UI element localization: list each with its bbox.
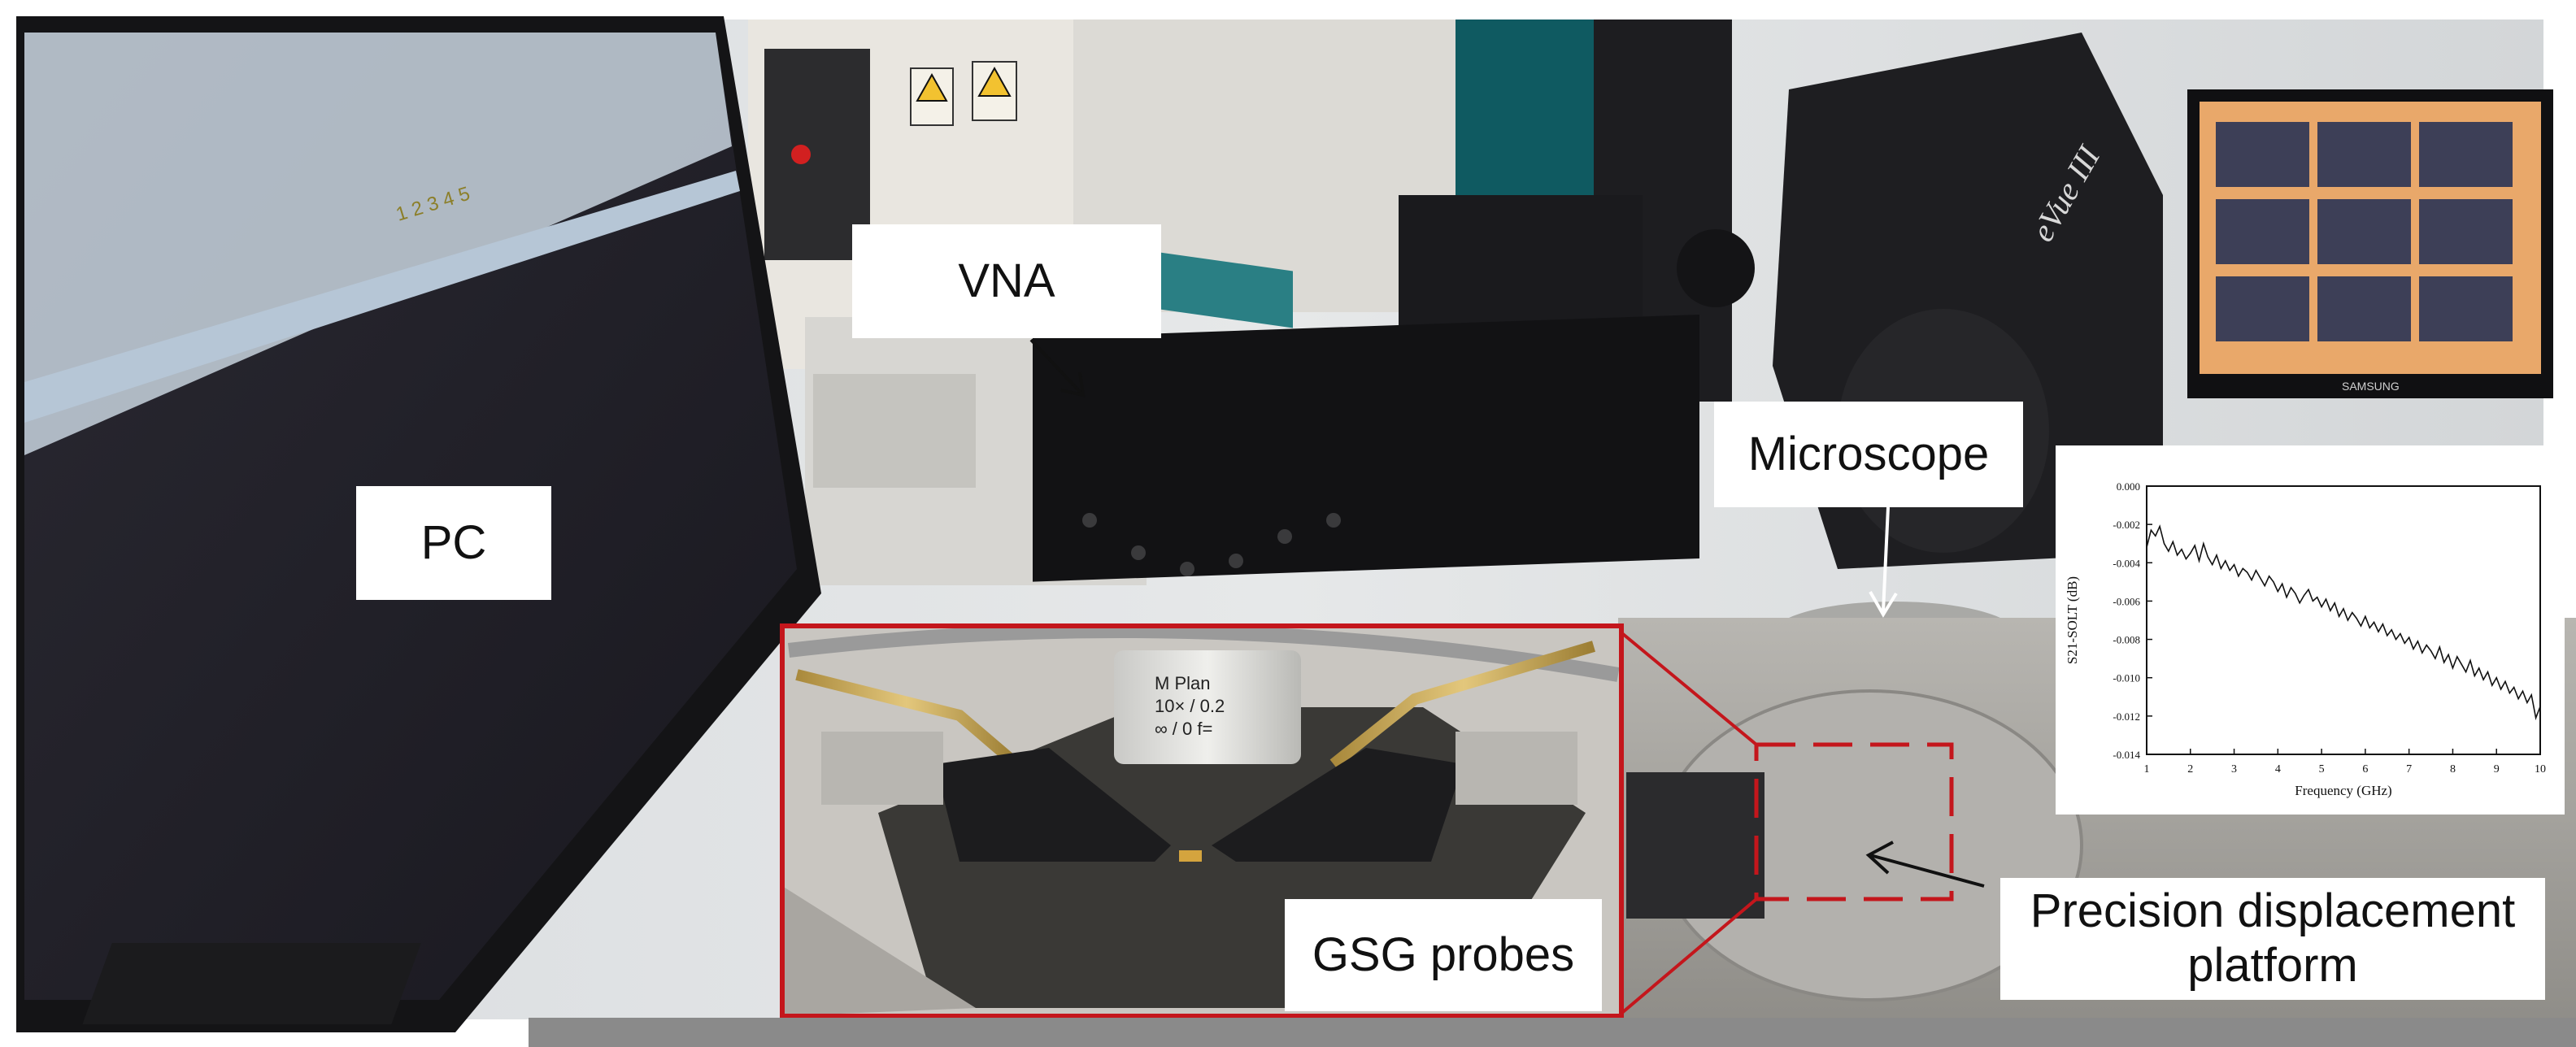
precision-platform-label: Precision displacement platform [2000,878,2545,1000]
objective-lens [1114,650,1301,764]
breadboard-hole [1229,554,1243,568]
zoom-connector-bottom [1617,897,1758,1018]
bottom-bar [529,1018,2576,1047]
breadboard-hole [1180,562,1194,576]
platform-label-line1: Precision displacement [2030,884,2516,938]
microscope-arrow [1882,506,1890,612]
right-probe-mount [1456,732,1577,805]
x-tick-label: 1 [2144,763,2150,775]
objective-text-2: 10× / 0.2 [1155,696,1225,716]
y-tick-label: -0.014 [2113,749,2140,761]
x-axis-label: Frequency (GHz) [2295,783,2391,798]
zoom-connector-top [1617,628,1758,746]
left-probe-body [935,748,1171,862]
warning-triangle-icon [977,66,1012,97]
y-tick-label: -0.002 [2113,519,2140,531]
x-tick-label: 3 [2231,763,2237,775]
series-line [2146,524,2541,721]
vna-arrowhead [1060,371,1086,398]
y-tick-label: 0.000 [2117,480,2140,493]
x-tick-label: 10 [2535,763,2546,775]
y-tick-label: -0.010 [2113,672,2140,684]
s21-chart: 0.000 -0.002 -0.004 -0.006 -0.008 -0.010 -0.01… [2056,445,2565,815]
right-monitor-plots [2216,122,2513,341]
inset-cable-arc [787,623,1620,682]
breadboard-table [1033,315,1699,582]
left-probe-cable [795,669,1020,769]
microscope-arrowhead [1869,591,1898,618]
y-tick-label: -0.008 [2113,634,2140,646]
breadboard-hole [1131,545,1146,560]
vna-label: VNA [852,224,1161,338]
emergency-stop-button [791,145,811,164]
warning-triangle-icon [916,72,948,102]
objective-text-3: ∞ / 0 f= [1155,719,1212,739]
monitor-brand-text: SAMSUNG [2342,380,2400,393]
platform-label-line2: platform [2187,939,2358,992]
microscope-label: Microscope [1714,402,2023,507]
breadboard-hole [1326,513,1341,528]
gsg-probes-label: GSG probes [1285,899,1602,1011]
y-axis-label: S21-SOLT (dB) [2065,576,2080,664]
x-tick-label: 6 [2362,763,2368,775]
platform-micrometer [1626,772,1764,919]
x-tick-label: 9 [2494,763,2500,775]
microscope-focus-knob [1677,229,1755,307]
x-tick-label: 8 [2450,763,2456,775]
vna-vent [813,374,976,488]
y-tick-label: -0.012 [2113,710,2140,723]
breadboard-hole [1082,513,1097,528]
dut-chip [1179,850,1202,862]
y-tick-group: 0.000 -0.002 -0.004 -0.006 -0.008 -0.010 -0.01… [2113,480,2152,761]
platform-arrow [1869,854,1985,888]
breadboard-hole [1277,529,1292,544]
left-probe-mount [821,732,943,805]
right-probe-cable [1329,641,1595,769]
teal-wall-panel [1456,20,1594,206]
inset-stage-plate [782,886,976,1016]
pc-label: PC [356,486,551,600]
vna-arrow [1029,338,1083,395]
y-tick-label: -0.004 [2113,557,2140,569]
inset-border [780,623,1624,1019]
x-tick-label: 4 [2275,763,2281,775]
pc-screen-ribbon [24,171,740,423]
x-tick-label: 7 [2406,763,2412,775]
x-tick-group: 1 2 3 4 5 6 7 8 9 10 [2144,749,2546,775]
monitor-stand [82,943,421,1024]
x-tick-label: 2 [2187,763,2193,775]
objective-text-1: M Plan [1155,673,1210,693]
right-probe-body [1212,748,1464,862]
x-tick-label: 5 [2319,763,2325,775]
platform-arrowhead [1865,841,1894,875]
y-tick-label: -0.006 [2113,595,2140,607]
chart-frame [2146,485,2541,755]
